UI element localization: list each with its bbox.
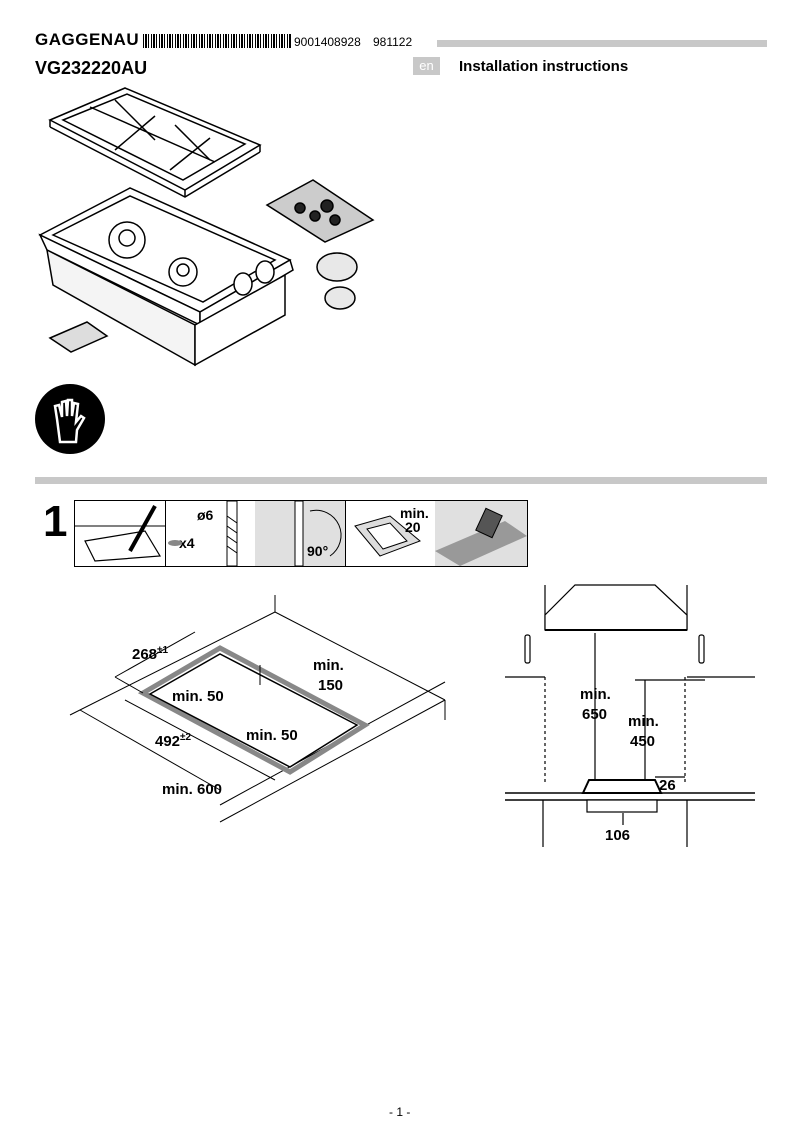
hole-count: x4 <box>179 535 195 551</box>
clearance-450-label: min. <box>628 713 659 730</box>
cutout-min50-side: min. 50 <box>246 727 298 744</box>
page-number: - 1 - <box>389 1105 411 1119</box>
revision-code: 981122 <box>373 35 413 49</box>
barcode <box>143 34 291 48</box>
clearance-650-label: min. <box>580 686 611 703</box>
step-panel-saw: 90° <box>255 501 346 566</box>
cutout-min150-value: 150 <box>318 677 344 694</box>
clearance-650-value: 650 <box>582 706 608 723</box>
brand-logo: GAGGENAU <box>35 30 140 49</box>
step-illustrations: ø6 x4 90° min. 20 <box>74 500 528 567</box>
cutout-min50-front: min. 50 <box>172 688 224 705</box>
cooktop-body <box>38 187 294 367</box>
product-illustration <box>38 87 375 367</box>
header-bar <box>437 40 767 47</box>
step-panel-seal <box>435 501 527 566</box>
small-parts-bag <box>48 321 109 353</box>
clearance-450-value: 450 <box>630 733 656 750</box>
cutout-diagram <box>69 595 446 823</box>
cutout-width: 268±1 <box>132 645 169 663</box>
pan-support-grate <box>48 87 262 198</box>
language-badge: en <box>413 57 440 75</box>
page-title: Installation instructions <box>459 58 629 75</box>
worktop-min600: min. 600 <box>162 781 223 798</box>
burner-caps <box>316 252 358 310</box>
section-divider <box>35 477 767 484</box>
edge-min-value: 20 <box>405 519 421 535</box>
step-panel-drill: ø6 x4 <box>165 501 256 566</box>
clearance-26: 26 <box>659 777 676 794</box>
drill-diameter: ø6 <box>197 507 214 523</box>
edge-min-label: min. <box>400 505 429 521</box>
step-panel-edge: min. 20 <box>345 501 436 566</box>
model-number: VG232220AU <box>35 58 148 78</box>
cutout-depth: 492±2 <box>155 732 192 750</box>
clearance-diagram <box>505 584 755 847</box>
part-number: 9001408928 <box>294 35 361 49</box>
gloves-safety-icon <box>35 384 105 454</box>
accessory-bag <box>265 179 375 243</box>
clearance-106: 106 <box>605 827 631 844</box>
saw-angle: 90° <box>307 543 329 559</box>
cutout-min150-label: min. <box>313 657 344 674</box>
step-panel-mark <box>75 501 166 566</box>
step-number: 1 <box>43 497 68 546</box>
